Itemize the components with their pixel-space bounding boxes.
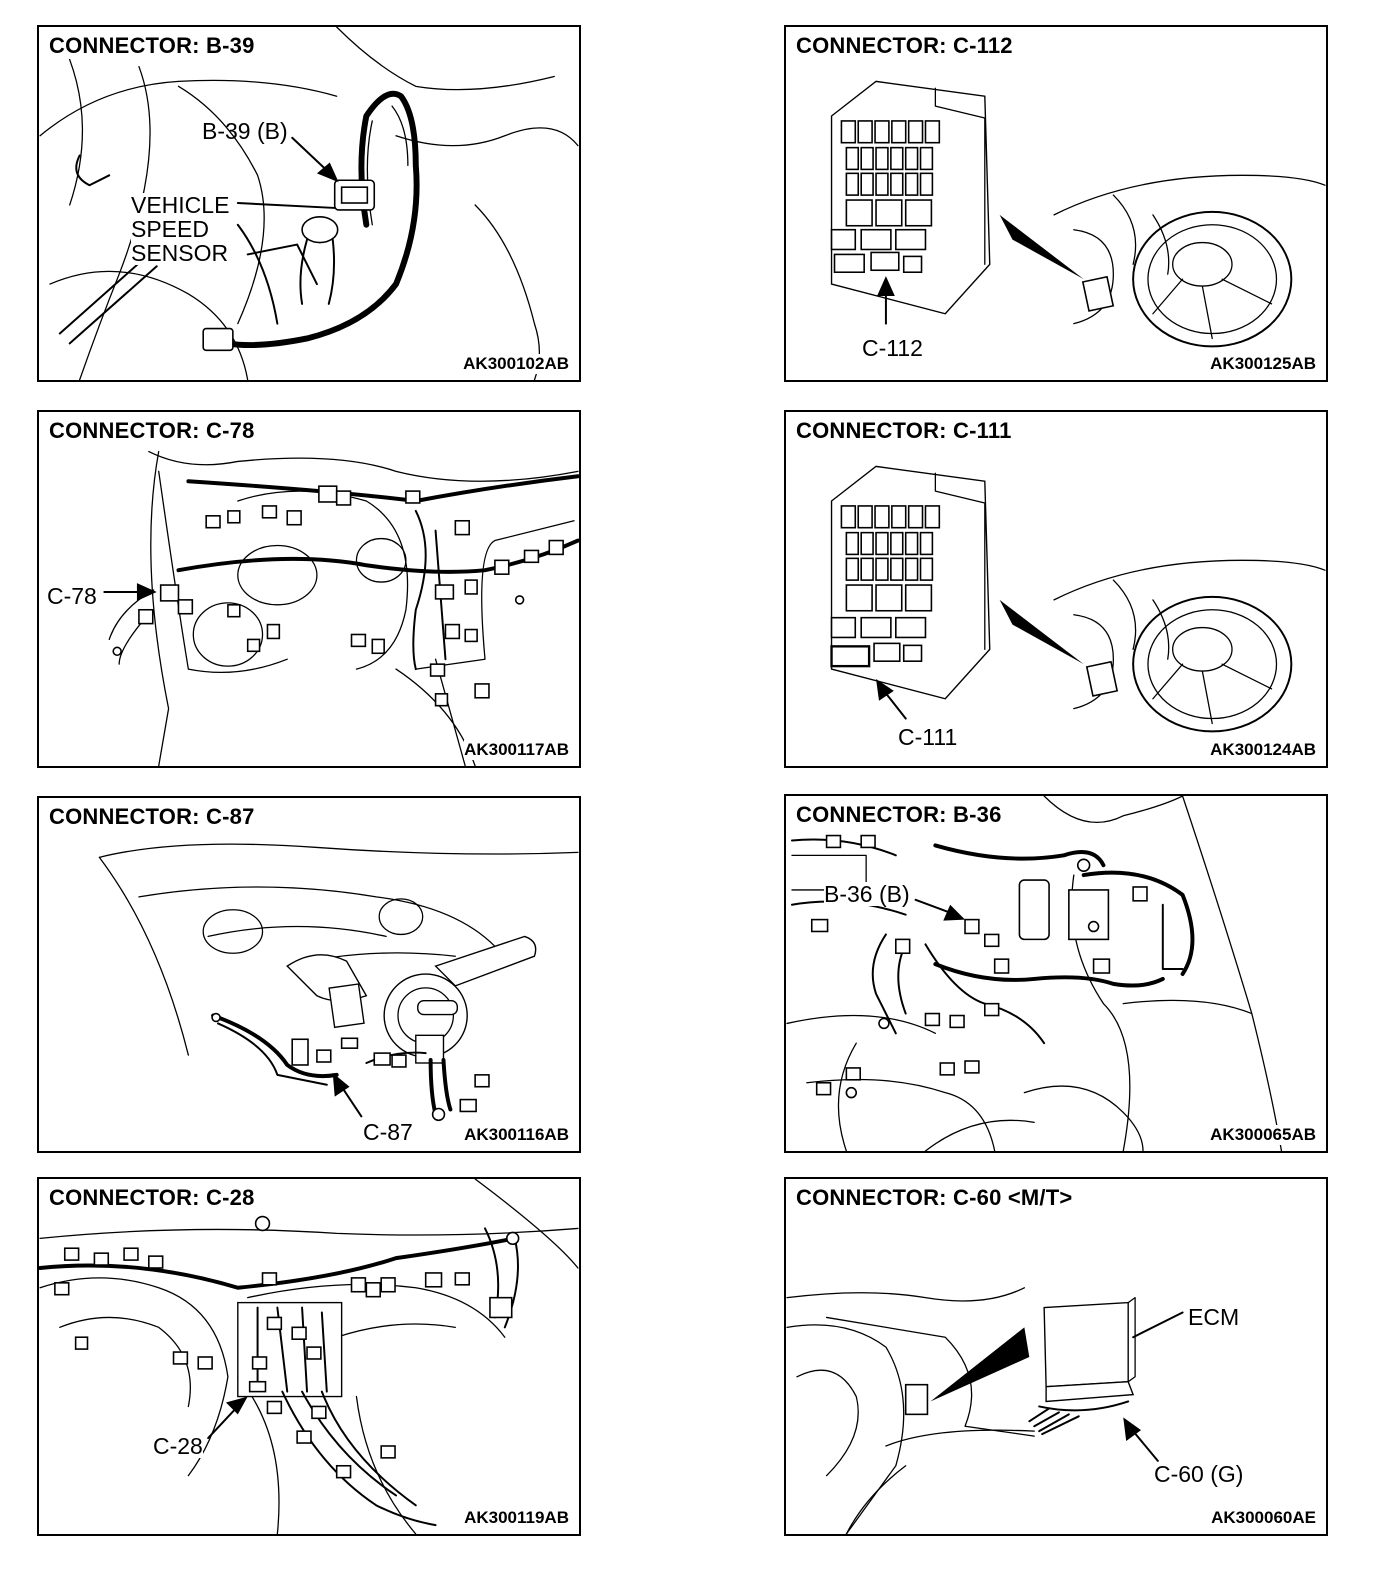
panel-connector-c78: CONNECTOR: C-78 C-78 AK300117AB: [37, 410, 581, 768]
callout-label: C-78: [47, 583, 97, 609]
c111-junction-block-illustration: [830, 465, 1326, 733]
c78-dash-harness-illustration: [103, 450, 579, 766]
panel-title: CONNECTOR: B-36: [796, 802, 1006, 828]
figure-code: AK300117AB: [464, 740, 569, 760]
panel-connector-c111: CONNECTOR: C-111 C-111 AK300124AB: [784, 410, 1328, 768]
figure-code: AK300116AB: [464, 1125, 569, 1145]
connector-cluster: [54, 1215, 520, 1479]
b36-engine-bay-illustration: [786, 796, 1283, 1151]
connector-cluster: [810, 834, 1148, 1099]
panel-title: CONNECTOR: C-111: [796, 418, 1016, 444]
c60-ecm-illustration: [786, 1287, 1184, 1534]
panel-title: CONNECTOR: B-39: [49, 33, 259, 59]
c87-steering-column-illustration: [98, 843, 579, 1122]
panel-connector-c112: CONNECTOR: C-112 C-112 AK300125AB: [784, 25, 1328, 382]
fuse-grid: [830, 120, 941, 274]
c28-dash-harness-illustration: [39, 1179, 579, 1534]
figure-code: AK300125AB: [1210, 354, 1316, 374]
callout-label: C-111: [898, 724, 958, 750]
panel-title: CONNECTOR: C-112: [796, 33, 1017, 59]
panel-connector-c28: CONNECTOR: C-28 C-28 AK300119AB: [37, 1177, 581, 1536]
figure-code: AK300060AE: [1211, 1508, 1316, 1528]
figure-code: AK300124AB: [1210, 740, 1316, 760]
callout-label: B-36 (B): [824, 881, 910, 907]
panel-title: CONNECTOR: C-78: [49, 418, 259, 444]
fuse-grid: [830, 505, 941, 668]
sensor-label-line-1: VEHICLE: [131, 192, 230, 218]
panel-title: CONNECTOR: C-60 <M/T>: [796, 1185, 1077, 1211]
panel-connector-c60: CONNECTOR: C-60 <M/T> ECM C-60 (G) AK300…: [784, 1177, 1328, 1536]
panel-connector-b36: CONNECTOR: B-36 B-36 (B) AK300065AB: [784, 794, 1328, 1153]
panel-title: CONNECTOR: C-28: [49, 1185, 259, 1211]
callout-label: C-60 (G): [1154, 1461, 1244, 1487]
ecm-label: ECM: [1188, 1304, 1240, 1330]
sensor-label-line-2: SPEED: [131, 216, 209, 242]
figure-code: AK300119AB: [464, 1508, 569, 1528]
callout-label: C-28: [153, 1433, 203, 1459]
panel-connector-b39: CONNECTOR: B-39 B-39 (B) VEHICLE SPEED S…: [37, 25, 581, 382]
sensor-label-line-3: SENSOR: [131, 240, 229, 266]
callout-label: B-39 (B): [202, 118, 288, 144]
callout-label: C-87: [363, 1119, 413, 1145]
c112-junction-block-illustration: [830, 80, 1326, 348]
panel-connector-c87: CONNECTOR: C-87 C-87 AK300116AB: [37, 796, 581, 1153]
figure-code: AK300102AB: [463, 354, 569, 374]
callout-label: C-112: [862, 335, 923, 361]
b39-engine-bay-illustration: [39, 27, 579, 380]
figure-code: AK300065AB: [1210, 1125, 1316, 1145]
panel-title: CONNECTOR: C-87: [49, 804, 259, 830]
connector-cluster: [112, 485, 564, 707]
